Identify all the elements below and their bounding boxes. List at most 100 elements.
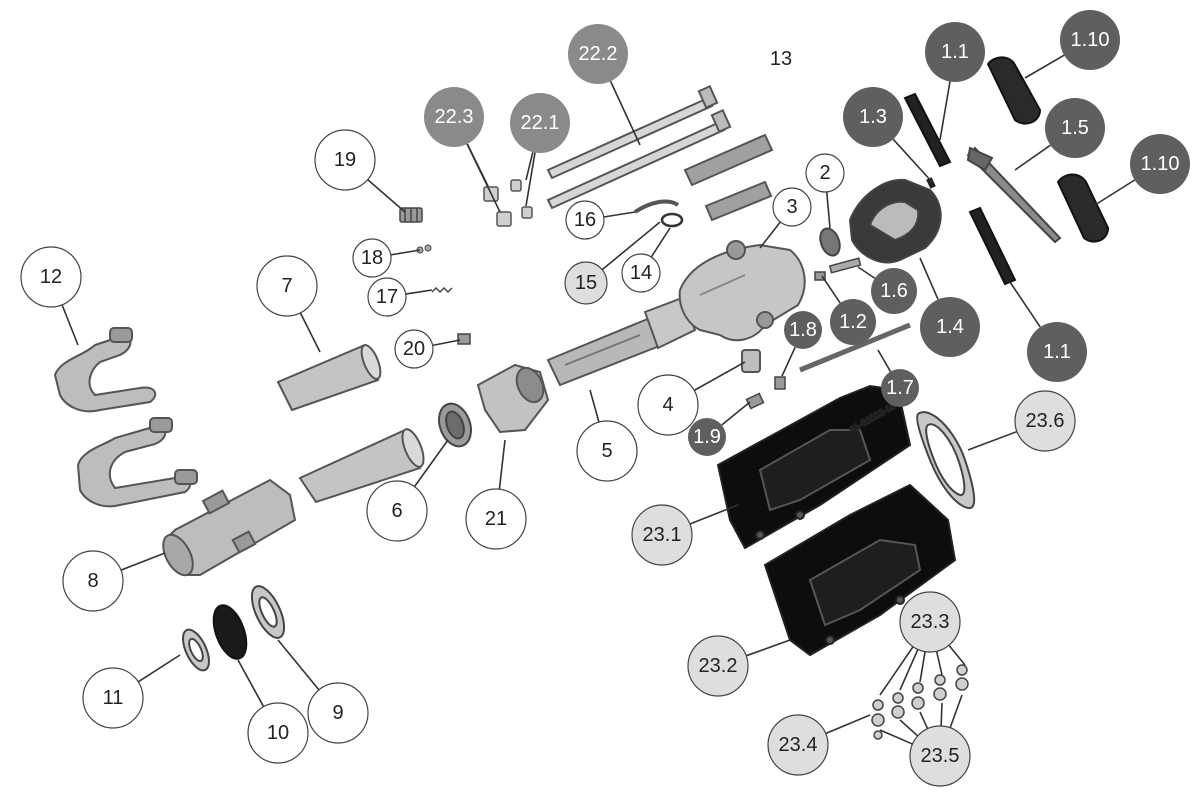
callout-circle-icon bbox=[631, 504, 693, 566]
callout-label: 1.1 bbox=[1043, 341, 1071, 363]
part-7-sleeves bbox=[276, 343, 425, 504]
callout-label: 18 bbox=[361, 247, 383, 269]
part-2-valve-disc bbox=[819, 227, 841, 257]
callout-18: 18 bbox=[352, 238, 392, 278]
callout-label: 15 bbox=[575, 272, 597, 294]
leader-line-1-3 bbox=[892, 138, 933, 183]
part-5-spline-shaft bbox=[546, 296, 697, 387]
callout-circle-icon bbox=[465, 488, 527, 550]
part-10-rubber-ring bbox=[212, 604, 248, 660]
leader-line-1-5 bbox=[1014, 144, 1051, 171]
leader-line-10 bbox=[237, 659, 265, 708]
callout-label: 1.2 bbox=[839, 311, 867, 333]
callout-circle-icon bbox=[1014, 390, 1076, 452]
callout-label: 4 bbox=[662, 394, 673, 416]
callout-circle-icon bbox=[843, 87, 903, 147]
callout-6: 6 bbox=[366, 480, 428, 542]
callout-23-4: 23.4 bbox=[767, 714, 829, 776]
callout-22-1: 22.1 bbox=[510, 93, 570, 153]
callout-label: 1.6 bbox=[880, 280, 908, 302]
part-21-adapter bbox=[476, 363, 550, 434]
callout-label: 21 bbox=[485, 508, 507, 530]
callout-label: 9 bbox=[332, 702, 343, 724]
callout-label: 22.2 bbox=[579, 43, 618, 65]
leader-line-23-2 bbox=[745, 639, 791, 657]
callout-circle-icon bbox=[394, 329, 434, 369]
part-1-10-grip-covers bbox=[986, 56, 1110, 243]
callout-circle-icon bbox=[247, 702, 309, 764]
callout-label: 1.3 bbox=[859, 106, 887, 128]
callout-label: 23.4 bbox=[779, 734, 818, 756]
part-12-clamp-yokes bbox=[53, 327, 198, 508]
callout-23-3: 23.3 bbox=[899, 591, 961, 653]
leader-line-23-5 bbox=[949, 694, 963, 729]
callout-1-8: 1.8 bbox=[784, 311, 822, 349]
callout-circle-icon bbox=[688, 418, 726, 456]
leader-line-1-1b bbox=[1009, 281, 1041, 328]
callout-16: 16 bbox=[565, 200, 605, 240]
callout-label: 1.7 bbox=[886, 377, 914, 399]
part-1-2-bushing bbox=[814, 271, 826, 281]
callout-circle-icon bbox=[784, 311, 822, 349]
callout-circle-icon bbox=[687, 635, 749, 697]
callout-label: 8 bbox=[87, 570, 98, 592]
callout-circle-icon bbox=[871, 268, 917, 314]
callout-circle-icon bbox=[352, 238, 392, 278]
leader-line-1-1a bbox=[939, 81, 951, 141]
callout-8: 8 bbox=[62, 550, 124, 612]
callout-22-3: 22.3 bbox=[424, 87, 484, 147]
callout-label: 13 bbox=[770, 48, 792, 70]
leader-line-23-3 bbox=[879, 646, 914, 696]
callout-circle-icon bbox=[1130, 134, 1190, 194]
callout-3: 3 bbox=[772, 187, 812, 227]
leader-line-23-3 bbox=[935, 651, 943, 676]
callout-circle-icon bbox=[881, 369, 919, 407]
callout-23-1: 23.1 bbox=[631, 504, 693, 566]
callout-19: 19 bbox=[314, 129, 376, 191]
callout-label: 22.1 bbox=[521, 112, 560, 134]
leader-line-23-5 bbox=[899, 719, 919, 737]
callout-label: 17 bbox=[376, 286, 398, 308]
callout-21: 21 bbox=[465, 488, 527, 550]
leader-line-11 bbox=[137, 654, 181, 683]
callout-circle-icon bbox=[307, 682, 369, 744]
part-13-valve-cylinders bbox=[683, 133, 774, 222]
callout-circle-icon bbox=[424, 87, 484, 147]
callout-1-1b: 1.1 bbox=[1027, 322, 1087, 382]
callout-1-4: 1.4 bbox=[920, 297, 980, 357]
part-11-ring bbox=[182, 628, 210, 672]
callout-22-2: 22.2 bbox=[568, 24, 628, 84]
callout-label: 1.4 bbox=[936, 316, 964, 338]
callout-circle-icon bbox=[510, 93, 570, 153]
leader-line-20 bbox=[432, 339, 461, 347]
callout-1-3: 1.3 bbox=[843, 87, 903, 147]
callout-4: 4 bbox=[637, 374, 699, 436]
callout-11: 11 bbox=[82, 667, 144, 729]
part-1-9-plug bbox=[745, 392, 765, 410]
callout-label: 16 bbox=[574, 209, 596, 231]
callout-1-10b: 1.10 bbox=[1130, 134, 1190, 194]
callout-label: 14 bbox=[630, 262, 652, 284]
leader-line-22-1 bbox=[525, 152, 536, 207]
leader-line-23-3 bbox=[948, 644, 966, 666]
part-22-2-tie-rods bbox=[546, 85, 732, 210]
callout-1-2: 1.2 bbox=[830, 299, 876, 345]
callout-1-6: 1.6 bbox=[871, 268, 917, 314]
leader-line-23-4 bbox=[825, 714, 871, 735]
callout-circle-icon bbox=[314, 129, 376, 191]
part-1-8-nipple bbox=[774, 376, 786, 390]
callout-label: 1.1 bbox=[941, 41, 969, 63]
part-19-spring bbox=[399, 207, 423, 223]
callout-circle-icon bbox=[767, 714, 829, 776]
part-16-clip bbox=[633, 199, 680, 214]
callout-1-9: 1.9 bbox=[688, 418, 726, 456]
part-20-nut bbox=[457, 333, 471, 345]
leader-line-22-3 bbox=[466, 143, 501, 213]
callout-circle-icon bbox=[82, 667, 144, 729]
part-8-front-barrel bbox=[162, 478, 297, 577]
callout-label: 1.10 bbox=[1141, 153, 1180, 175]
part-23-2-lower-cover bbox=[763, 483, 957, 657]
part-23-6-ring bbox=[916, 411, 976, 510]
